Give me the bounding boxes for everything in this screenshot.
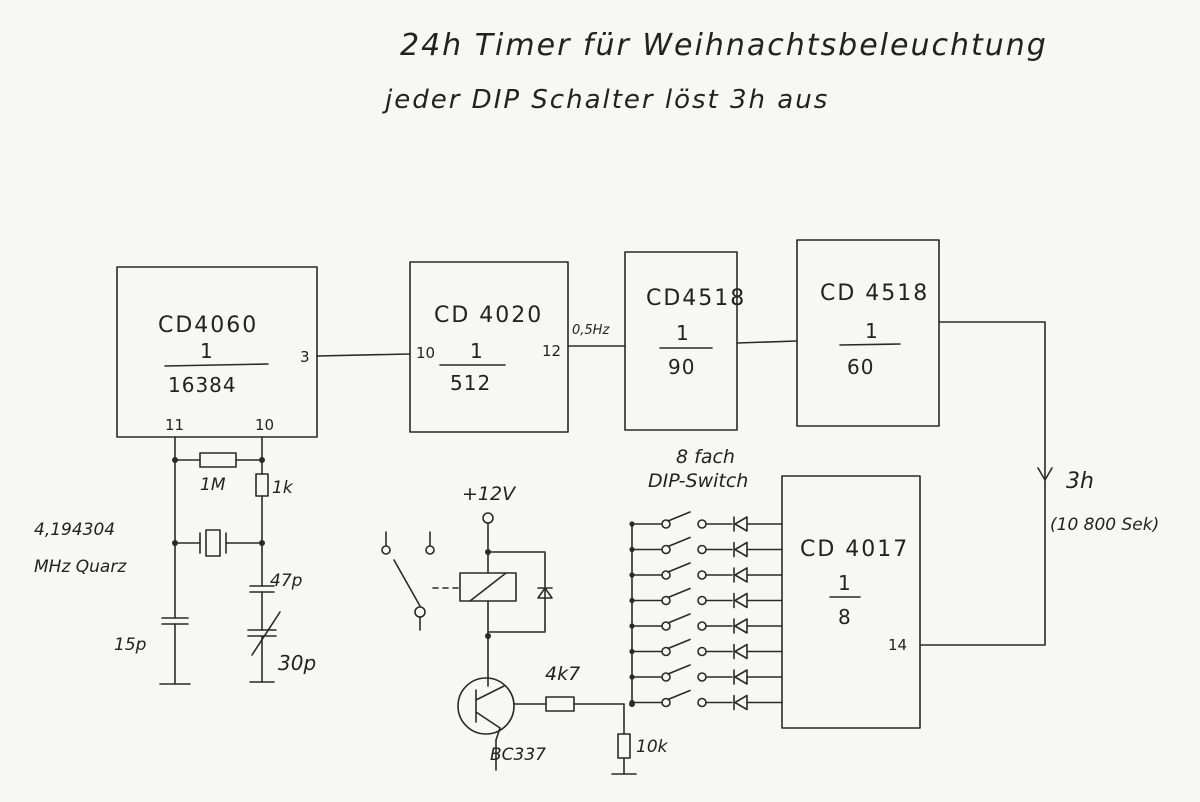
dip-switch-bank <box>629 511 783 711</box>
supply-voltage-label: +12V <box>462 483 517 505</box>
quartz-frequency-label: 4,194304 <box>34 520 115 540</box>
frequency-label: 0,5Hz <box>572 323 610 338</box>
chip-cd4017: CD 4017 1 8 14 <box>781 475 921 729</box>
divider-chain-wires <box>316 321 1053 646</box>
dip-switch-label-line2: DIP-Switch <box>648 470 748 492</box>
chip-numerator: 1 <box>865 319 879 343</box>
capacitor-15p-label: 15p <box>114 635 147 655</box>
chip-numerator: 1 <box>470 339 484 363</box>
dip-switch-label-line1: 8 fach <box>676 446 735 468</box>
dip-switch-row <box>629 638 783 660</box>
period-label: 3h <box>1066 469 1094 494</box>
chip-name: CD 4518 <box>820 281 929 306</box>
title: 24h Timer für Weihnachtsbeleuchtung <box>400 28 1048 63</box>
chip-denominator: 512 <box>450 371 491 395</box>
pin-label: 14 <box>888 636 907 654</box>
pin-label: 10 <box>255 416 274 434</box>
capacitor-47p-label: 47p <box>270 571 303 591</box>
chip-cd4020: CD 4020 1 512 10 12 <box>409 261 569 433</box>
subtitle: jeder DIP Schalter löst 3h aus <box>382 85 829 115</box>
relay-driver-section <box>381 512 625 771</box>
chip-name: CD 4017 <box>800 537 909 562</box>
chip-cd4518-90: CD4518 1 90 <box>624 251 746 431</box>
dip-switch-row <box>629 689 783 711</box>
chip-name: CD4060 <box>158 313 258 338</box>
chip-cd4060: CD4060 1 16384 3 11 10 <box>116 266 318 438</box>
trimmer-30p-label: 30p <box>278 651 316 675</box>
pin-label: 3 <box>300 348 310 366</box>
resistor-4k7-label: 4k7 <box>545 663 580 685</box>
transistor-label: BC337 <box>490 745 546 765</box>
chip-name: CD4518 <box>646 286 746 311</box>
pulldown-10k <box>611 703 637 775</box>
pin-label: 12 <box>542 342 561 360</box>
chip-denominator: 8 <box>838 605 852 629</box>
quartz-unit-label: MHz Quarz <box>34 557 127 577</box>
period-seconds-label: (10 800 Sek) <box>1050 515 1159 535</box>
dip-switch-row <box>629 664 783 685</box>
dip-switch-row <box>629 536 783 558</box>
dip-switch-row <box>629 562 783 583</box>
pin-label: 11 <box>165 416 184 434</box>
dip-switch-row <box>629 613 783 634</box>
chip-denominator: 90 <box>668 355 695 379</box>
dip-switch-row <box>629 587 783 609</box>
resistor-1m-label: 1M <box>200 475 226 495</box>
chip-numerator: 1 <box>676 321 690 345</box>
pin-label: 10 <box>416 344 435 362</box>
chip-denominator: 60 <box>847 355 874 379</box>
resistor-10k-label: 10k <box>636 737 669 757</box>
resistor-1k-label: 1k <box>272 478 294 498</box>
oscillator-section <box>159 436 281 685</box>
chip-name: CD 4020 <box>434 303 543 328</box>
chip-denominator: 16384 <box>168 373 237 397</box>
chip-numerator: 1 <box>838 571 852 595</box>
chip-numerator: 1 <box>200 339 214 363</box>
chip-cd4518-60: CD 4518 1 60 <box>796 239 940 427</box>
dip-switch-row <box>629 511 783 532</box>
